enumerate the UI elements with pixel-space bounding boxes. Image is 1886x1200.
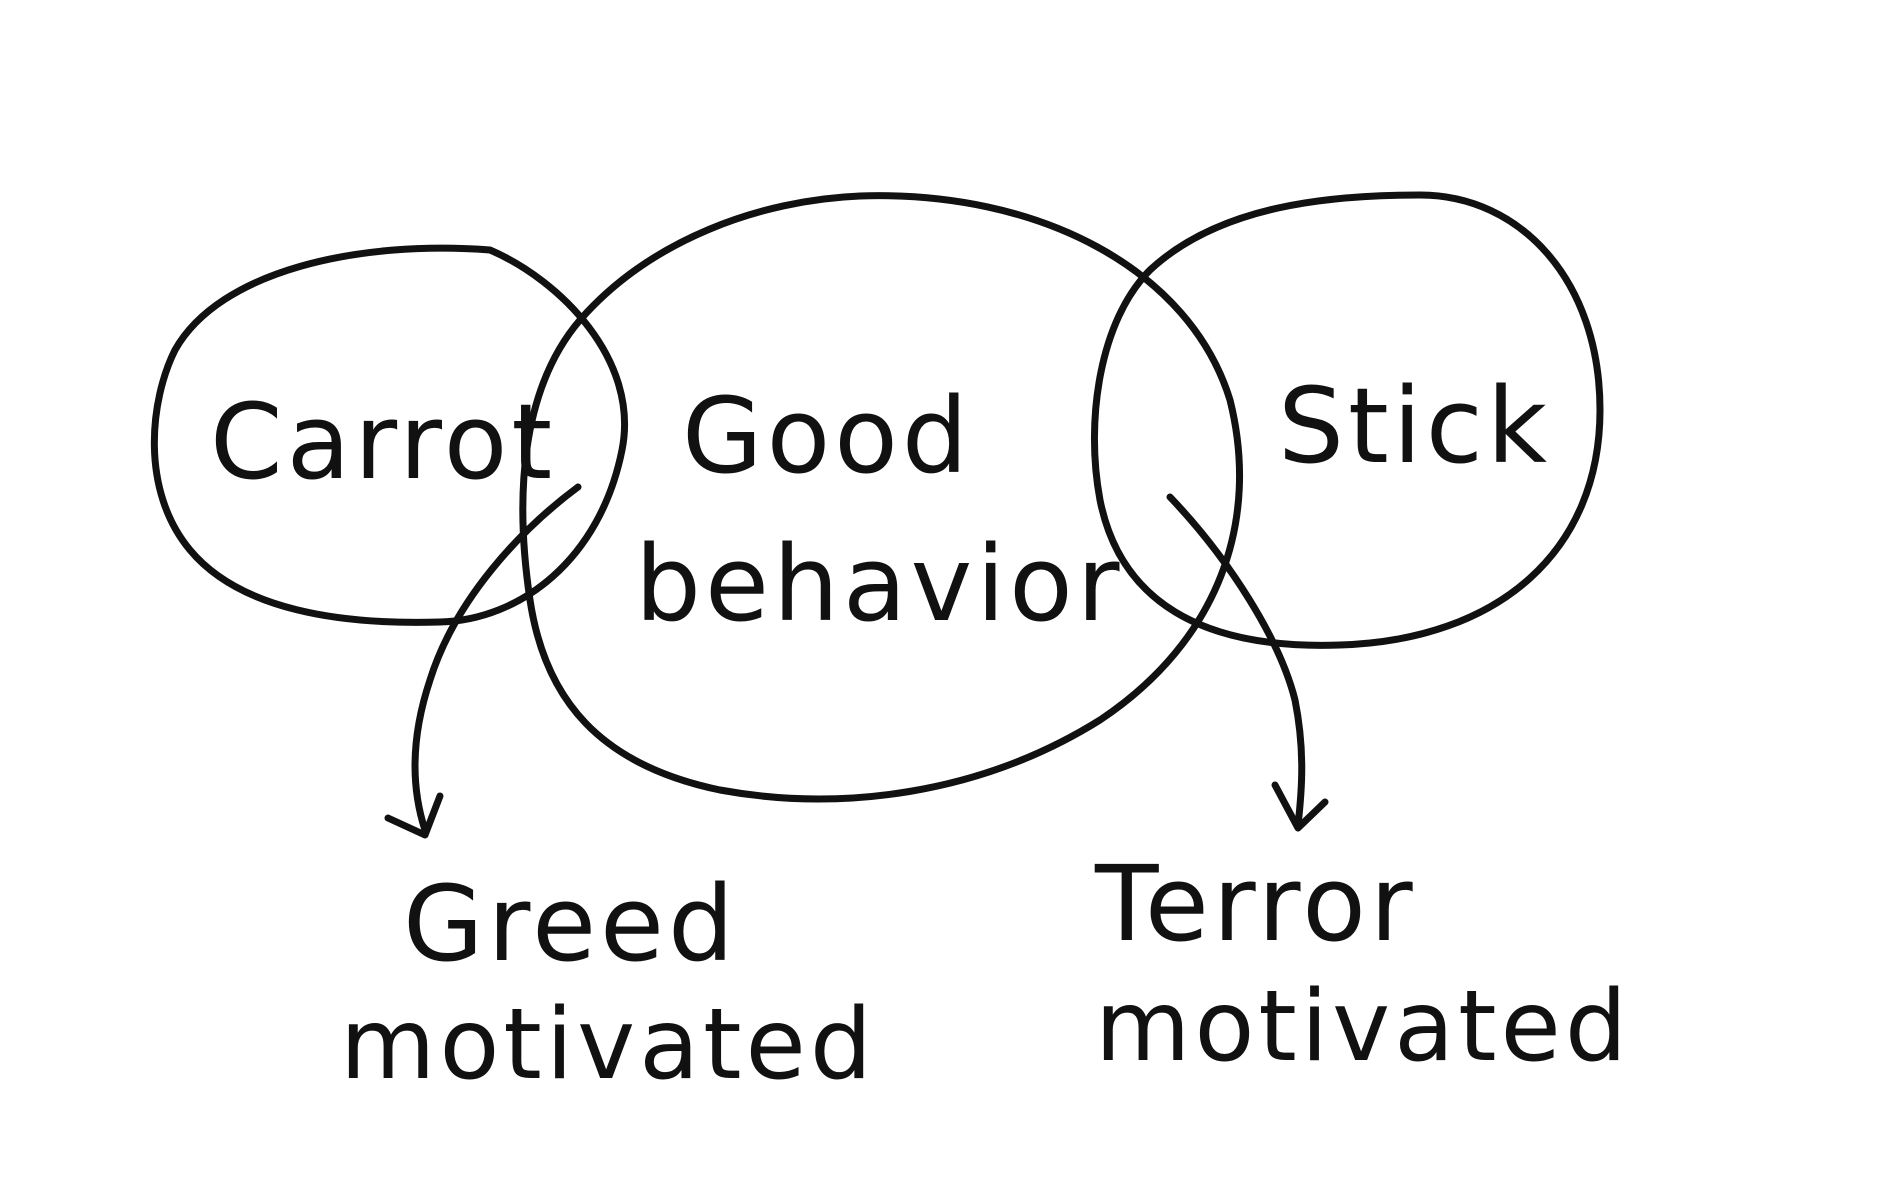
stick-circle	[1090, 191, 1604, 649]
greed-motivated-label: motivated	[340, 988, 876, 1102]
terror-motivated-label: motivated	[1095, 970, 1631, 1084]
greed-arrowhead	[384, 792, 444, 839]
stick-label: Stick	[1278, 365, 1551, 487]
terror-label: Terror	[1094, 843, 1417, 965]
terror-arrowhead	[1271, 781, 1329, 832]
carrot-circle	[150, 244, 628, 626]
greed-arrow	[411, 483, 582, 834]
good-label: Good	[682, 375, 972, 497]
terror-arrow	[1166, 493, 1306, 829]
carrot-label: Carrot	[210, 381, 556, 503]
behavior-label: behavior	[635, 523, 1123, 645]
greed-label: Greed	[403, 863, 738, 985]
good-behavior-circle	[519, 192, 1244, 803]
